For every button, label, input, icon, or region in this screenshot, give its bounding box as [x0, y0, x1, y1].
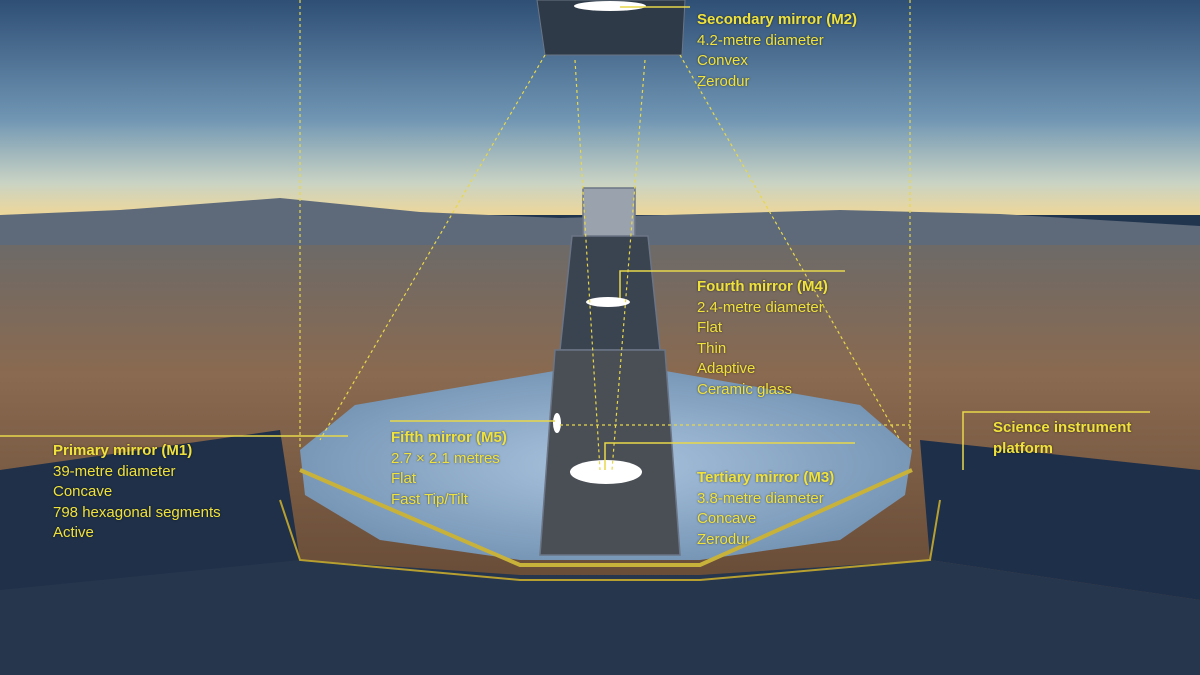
label-title: platform — [993, 439, 1053, 457]
label-title: Fifth mirror (M5) — [391, 429, 507, 446]
label-title: Tertiary mirror (M3) — [697, 469, 835, 486]
label-line: Concave — [53, 483, 113, 500]
label-line: Fast Tip/Tilt — [391, 490, 468, 508]
label-line: Ceramic glass — [697, 380, 793, 398]
label-line: 798 hexagonal segments — [53, 503, 221, 521]
label-title: Secondary mirror (M2) — [697, 11, 858, 28]
label-line: Flat — [391, 470, 417, 487]
support-structure — [0, 560, 1200, 675]
tertiary-mirror-label: Tertiary mirror (M3) 3.8-metre diameter … — [697, 468, 834, 550]
central-tower — [539, 187, 681, 556]
m5-mirror — [553, 413, 561, 433]
label-title: Science instrument — [993, 419, 1132, 436]
label-line: Flat — [697, 319, 723, 336]
fifth-mirror-label: Fifth mirror (M5) 2.7 × 2.1 metres Flat … — [391, 428, 507, 510]
label-title: Primary mirror (M1) — [53, 442, 193, 459]
label-line: 3.8-metre diameter — [697, 489, 824, 507]
secondary-mirror-unit — [536, 0, 686, 56]
label-line: Concave — [697, 510, 757, 527]
label-line: Convex — [697, 52, 748, 69]
label-line: 2.7 × 2.1 metres — [391, 449, 500, 467]
primary-mirror-label: Primary mirror (M1) 39-metre diameter Co… — [53, 441, 221, 544]
label-line: Adaptive — [697, 360, 756, 377]
m4-mirror — [586, 297, 630, 307]
right-platform — [920, 440, 1200, 600]
label-line: Active — [53, 524, 94, 541]
m3-mirror — [570, 460, 642, 484]
left-platform — [0, 430, 300, 600]
secondary-mirror-label: Secondary mirror (M2) 4.2-metre diameter… — [697, 10, 857, 92]
label-line: Thin — [697, 339, 727, 357]
label-line: 39-metre diameter — [53, 462, 176, 480]
light-path — [299, 0, 911, 471]
label-title: Fourth mirror (M4) — [697, 278, 828, 295]
label-line: 2.4-metre diameter — [697, 298, 824, 316]
label-line: Zerodur — [697, 72, 750, 90]
label-line: Zerodur — [697, 530, 750, 548]
science-platform-label: Science instrument platform — [993, 418, 1131, 459]
label-line: 4.2-metre diameter — [697, 31, 824, 49]
fourth-mirror-label: Fourth mirror (M4) 2.4-metre diameter Fl… — [697, 277, 828, 400]
leader-lines — [0, 6, 1150, 470]
